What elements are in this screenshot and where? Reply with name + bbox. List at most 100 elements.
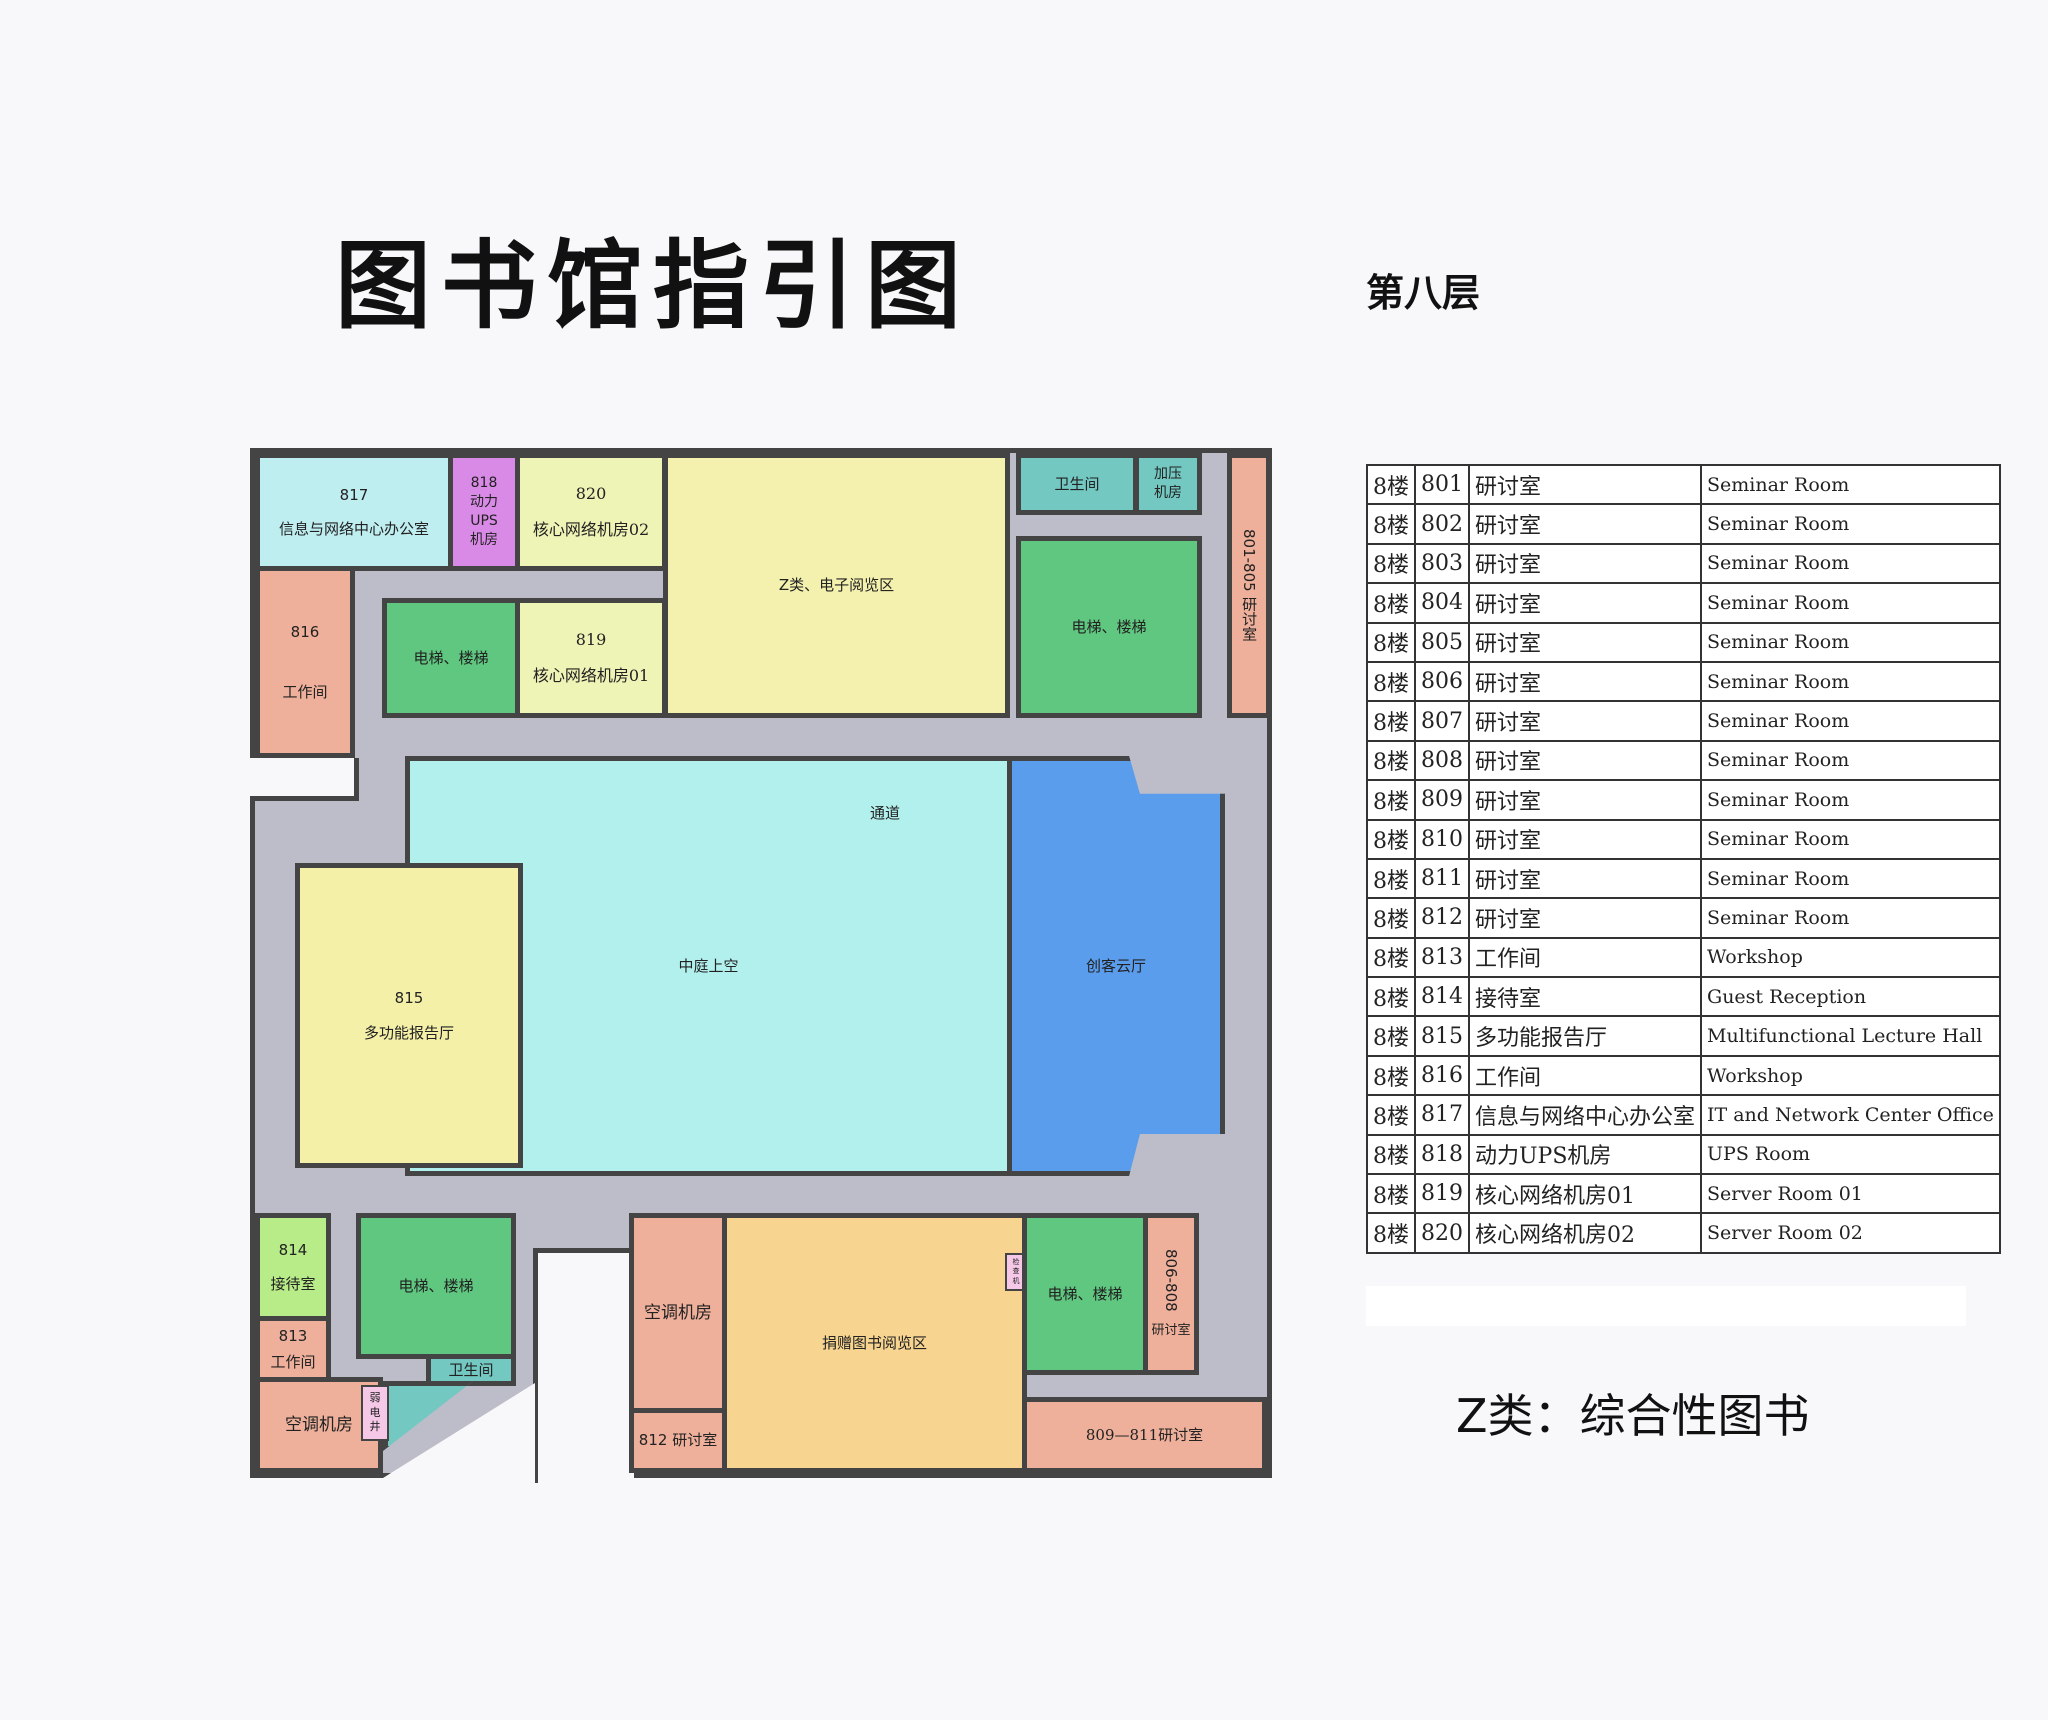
donation-reading-area[interactable]: 捐赠图书阅览区 — [722, 1213, 1027, 1473]
legend-floor: 8楼 — [1366, 976, 1416, 1018]
pressure-room[interactable]: 加压 机房 — [1134, 453, 1202, 515]
legend-room-name-en: Seminar Room — [1700, 621, 2001, 663]
legend-floor: 8楼 — [1366, 779, 1416, 821]
legend-room-name-cn: 研讨室 — [1467, 857, 1703, 900]
room-812-label: 812 研讨室 — [638, 1431, 718, 1450]
room-817-name: 信息与网络中心办公室 — [278, 520, 429, 538]
legend-room-name-cn: 研讨室 — [1467, 660, 1703, 703]
legend-room-number: 809 — [1414, 779, 1470, 821]
legend-room-name-cn: 信息与网络中心办公室 — [1467, 1094, 1703, 1136]
room-816[interactable]: 816 工作间 — [255, 566, 355, 758]
room-814[interactable]: 814 接待室 — [255, 1213, 331, 1321]
restroom-bottom-label: 卫生间 — [448, 1360, 494, 1379]
room-813-number: 813 — [278, 1326, 308, 1345]
legend-room-number: 816 — [1414, 1054, 1470, 1097]
room-818[interactable]: 818 动力 UPS 机房 — [448, 453, 520, 571]
legend-room-name-en: Workshop — [1700, 1054, 2001, 1097]
elevator-stairs-bottom-left-label: 电梯、楼梯 — [398, 1276, 474, 1295]
legend-room-number: 810 — [1414, 818, 1470, 860]
legend-room-number: 820 — [1414, 1212, 1470, 1254]
legend-room-number: 803 — [1414, 542, 1470, 585]
legend-room-name-en: Seminar Room — [1700, 503, 2001, 545]
rooms-801-805[interactable]: 801-805 研讨室 — [1227, 453, 1271, 718]
room-818-number: 818 — [470, 475, 498, 492]
legend-room-name-cn: 研讨室 — [1467, 582, 1703, 624]
room-812[interactable]: 812 研讨室 — [629, 1408, 727, 1473]
legend-room-name-cn: 研讨室 — [1467, 700, 1703, 742]
elevator-stairs-bottom-right[interactable]: 电梯、楼梯 — [1022, 1213, 1148, 1375]
legend-room-name-cn: 研讨室 — [1467, 739, 1703, 782]
elevator-stairs-top-left[interactable]: 电梯、楼梯 — [382, 598, 520, 718]
ac-room-mid-label: 空调机房 — [644, 1302, 712, 1323]
legend-room-number: 805 — [1414, 621, 1470, 663]
room-816-number: 816 — [290, 622, 320, 641]
maker-hall[interactable]: 创客云厅 — [1007, 756, 1225, 1176]
room-815[interactable]: 815 多功能报告厅 — [295, 863, 523, 1168]
room-819-name: 核心网络机房01 — [532, 666, 650, 685]
room-814-number: 814 — [278, 1240, 308, 1259]
legend-floor: 8楼 — [1366, 700, 1416, 742]
legend-floor: 8楼 — [1366, 660, 1416, 703]
weak-current-shaft[interactable]: 弱 电 井 — [361, 1385, 389, 1441]
legend-room-name-en: Seminar Room — [1700, 463, 2001, 506]
legend-room-number: 819 — [1414, 1173, 1470, 1215]
legend-room-name-cn: 研讨室 — [1467, 897, 1703, 939]
donation-reading-area-label: 捐赠图书阅览区 — [821, 1333, 927, 1352]
page-title: 图书馆指引图 — [335, 229, 971, 342]
atrium-label: 中庭上空 — [678, 956, 739, 975]
legend-room-number: 811 — [1414, 857, 1470, 900]
room-814-name: 接待室 — [270, 1275, 316, 1293]
legend-room-number: 815 — [1414, 1015, 1470, 1057]
z-reading-area[interactable]: Z类、电子阅览区 — [663, 453, 1010, 718]
ac-room-mid[interactable]: 空调机房 — [629, 1213, 727, 1413]
restroom-top[interactable]: 卫生间 — [1016, 453, 1138, 515]
room-817-number: 817 — [339, 485, 369, 504]
room-820[interactable]: 820 核心网络机房02 — [515, 453, 667, 571]
legend-room-name-en: Seminar Room — [1700, 700, 2001, 742]
elevator-stairs-top-right[interactable]: 电梯、楼梯 — [1016, 536, 1202, 718]
legend-room-name-cn: 工作间 — [1467, 1054, 1703, 1097]
legend-room-name-cn: 动力UPS机房 — [1467, 1133, 1703, 1176]
room-817[interactable]: 817 信息与网络中心办公室 — [255, 453, 453, 571]
legend-room-number: 808 — [1414, 739, 1470, 782]
elevator-stairs-bottom-left[interactable]: 电梯、楼梯 — [356, 1213, 516, 1359]
left-tongue — [405, 756, 525, 798]
legend-room-number: 814 — [1414, 976, 1470, 1018]
legend-room-name-en: Seminar Room — [1700, 897, 2001, 939]
room-820-name: 核心网络机房02 — [532, 520, 650, 539]
legend-room-name-cn: 研讨室 — [1467, 463, 1703, 506]
legend-floor: 8楼 — [1366, 739, 1416, 782]
rooms-806-808-number: 806-808 — [1162, 1248, 1181, 1312]
legend-room-name-en: Seminar Room — [1700, 582, 2001, 624]
legend-room-number: 807 — [1414, 700, 1470, 742]
legend-room-name-cn: 接待室 — [1467, 976, 1703, 1018]
legend-room-name-en: Guest Reception — [1700, 976, 2001, 1018]
elevator-stairs-top-left-label: 电梯、楼梯 — [413, 648, 489, 667]
room-819-number: 819 — [575, 630, 607, 650]
restroom-bottom[interactable]: 卫生间 — [426, 1354, 516, 1386]
legend-room-name-en: UPS Room — [1700, 1133, 2001, 1176]
rooms-806-808[interactable]: 806-808 研讨室 — [1143, 1213, 1199, 1375]
rooms-809-811[interactable]: 809—811研讨室 — [1022, 1397, 1267, 1473]
room-813[interactable]: 813 工作间 — [255, 1316, 331, 1382]
legend-room-number: 817 — [1414, 1094, 1470, 1136]
room-819[interactable]: 819 核心网络机房01 — [515, 598, 667, 718]
room-813-name: 工作间 — [270, 1353, 316, 1371]
left-cutout — [250, 758, 359, 801]
legend-room-number: 818 — [1414, 1133, 1470, 1176]
legend-room-name-cn: 核心网络机房01 — [1467, 1173, 1703, 1215]
